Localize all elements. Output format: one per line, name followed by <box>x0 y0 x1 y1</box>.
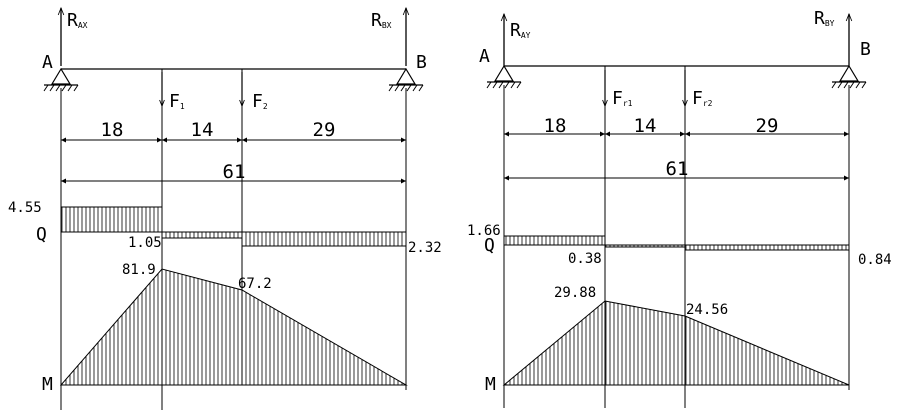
segment-1-length: 18 <box>544 115 567 137</box>
reaction-right-label: RBX <box>371 10 392 31</box>
shear-value-3: 0.84 <box>858 252 892 268</box>
shear-value-2: 1.05 <box>128 235 162 251</box>
dimension-lines <box>61 137 406 184</box>
support-a-label: A <box>479 46 490 67</box>
total-length: 61 <box>223 161 246 183</box>
support-b-label: B <box>416 52 427 73</box>
segment-2-length: 14 <box>191 119 214 141</box>
segment-1-length: 18 <box>101 119 124 141</box>
segment-3-length: 29 <box>313 119 336 141</box>
support-b-label: B <box>860 39 871 60</box>
support-a <box>486 64 522 89</box>
moment-axis-label: M <box>42 374 53 395</box>
shear-diagram <box>503 235 850 251</box>
moment-value-1: 81.9 <box>122 262 156 278</box>
support-a-label: A <box>42 52 53 73</box>
shear-diagram <box>60 206 407 247</box>
moment-axis-label: M <box>485 374 496 395</box>
left-panel: RAX RBX A B F1 F2 <box>8 6 442 410</box>
moment-diagram <box>502 300 850 386</box>
right-panel: RAY RBY A B Fr1 Fr2 <box>467 8 892 408</box>
load-1-label: Fr1 <box>612 88 633 109</box>
shear-value-1: 1.66 <box>467 223 501 239</box>
support-a <box>43 67 79 92</box>
load-2-label: F2 <box>252 91 268 112</box>
shear-axis-label: Q <box>484 235 495 256</box>
segment-3-length: 29 <box>756 115 779 137</box>
moment-value-1: 29.88 <box>554 285 596 301</box>
reaction-right-label: RBY <box>814 8 835 29</box>
support-b <box>388 67 424 92</box>
dimension-lines <box>504 131 849 181</box>
load-2-label: Fr2 <box>692 88 713 109</box>
shear-value-3: 2.32 <box>408 240 442 256</box>
reaction-left-label: RAY <box>510 20 531 41</box>
support-b <box>831 64 867 89</box>
shear-value-2: 0.38 <box>568 251 602 267</box>
moment-diagram <box>59 268 408 386</box>
load-1-label: F1 <box>169 91 185 112</box>
shear-value-1: 4.55 <box>8 200 42 216</box>
shear-axis-label: Q <box>36 224 47 245</box>
moment-value-2: 67.2 <box>238 276 272 292</box>
segment-2-length: 14 <box>634 115 657 137</box>
moment-value-2: 24.56 <box>686 302 728 318</box>
reaction-left-label: RAX <box>67 10 88 31</box>
total-length: 61 <box>666 158 689 180</box>
